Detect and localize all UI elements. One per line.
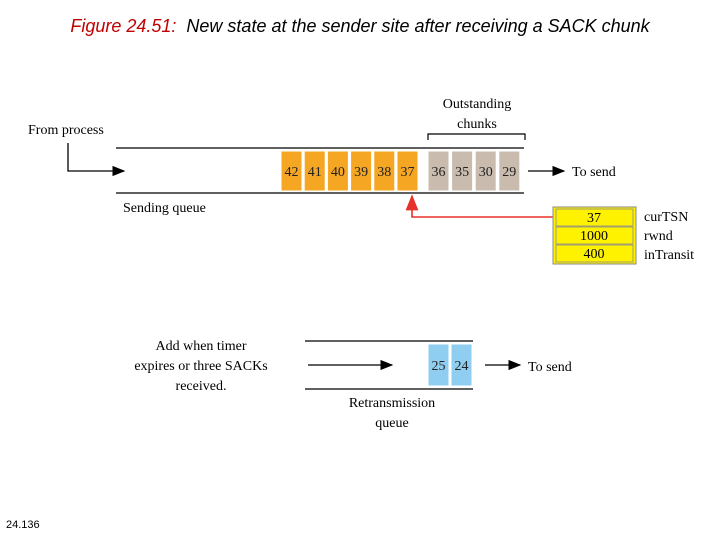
slide-number: 24.136 bbox=[6, 519, 40, 531]
from-process-label: From process bbox=[28, 123, 104, 138]
outstanding-label-line2: chunks bbox=[457, 117, 497, 132]
figure-label: Figure 24.51: bbox=[70, 16, 177, 36]
sending-to-send-label: To send bbox=[572, 165, 616, 180]
outstanding-chunk-label: 35 bbox=[455, 165, 469, 180]
retrans-chunk-box bbox=[450, 343, 473, 387]
new-chunk-label: 38 bbox=[377, 165, 391, 180]
rwnd-label: rwnd bbox=[644, 229, 673, 244]
outstanding-chunk-group: 36 35 30 29 bbox=[427, 150, 521, 192]
outstanding-chunk-box bbox=[427, 150, 450, 192]
curtsn-label: curTSN bbox=[644, 210, 688, 225]
outstanding-chunk-label: 30 bbox=[479, 165, 493, 180]
state-cell bbox=[555, 208, 634, 227]
outstanding-chunk-box bbox=[474, 150, 497, 192]
curtsn-value: 37 bbox=[587, 211, 601, 226]
new-chunk-label: 37 bbox=[401, 165, 415, 180]
curtsn-pointer-arrow bbox=[405, 194, 553, 218]
new-chunk-label: 40 bbox=[331, 165, 345, 180]
new-chunk-box bbox=[373, 150, 396, 192]
retrans-chunk-group: 25 24 bbox=[427, 343, 473, 387]
add-when-line3: received. bbox=[176, 379, 227, 394]
add-when-line1: Add when timer bbox=[156, 339, 247, 354]
state-cell bbox=[555, 244, 634, 263]
outstanding-chunk-box bbox=[451, 150, 474, 192]
figure-caption: New state at the sender site after recei… bbox=[186, 16, 650, 36]
retrans-queue-label-line1: Retransmission bbox=[349, 396, 435, 411]
state-cell bbox=[555, 226, 634, 245]
add-when-line2: expires or three SACKs bbox=[134, 359, 267, 374]
outstanding-bracket bbox=[427, 133, 526, 140]
figure-title: Figure 24.51: New state at the sender si… bbox=[0, 16, 720, 37]
rwnd-value: 1000 bbox=[580, 229, 608, 244]
retrans-to-send-label: To send bbox=[528, 360, 572, 375]
outstanding-chunk-box bbox=[498, 150, 521, 192]
retrans-queue-label-line2: queue bbox=[375, 416, 408, 431]
new-chunk-box bbox=[303, 150, 326, 192]
new-chunk-box bbox=[280, 150, 303, 192]
new-chunk-label: 39 bbox=[354, 165, 368, 180]
new-chunk-group: 42 41 40 39 38 37 bbox=[280, 150, 419, 192]
new-chunk-label: 42 bbox=[285, 165, 299, 180]
intransit-label: inTransit bbox=[644, 248, 694, 263]
new-chunk-box bbox=[326, 150, 349, 192]
new-chunk-label: 41 bbox=[308, 165, 322, 180]
intransit-value: 400 bbox=[584, 247, 605, 262]
outstanding-label-line1: Outstanding bbox=[443, 97, 511, 112]
retrans-chunk-label: 24 bbox=[455, 359, 469, 374]
new-chunk-box bbox=[396, 150, 419, 192]
new-chunk-box bbox=[350, 150, 373, 192]
outstanding-chunk-label: 36 bbox=[432, 165, 446, 180]
sending-queue-label: Sending queue bbox=[123, 201, 206, 216]
from-process-arrow bbox=[67, 143, 126, 177]
retrans-chunk-box bbox=[427, 343, 450, 387]
outstanding-chunk-label: 29 bbox=[502, 165, 516, 180]
retrans-chunk-label: 25 bbox=[432, 359, 446, 374]
